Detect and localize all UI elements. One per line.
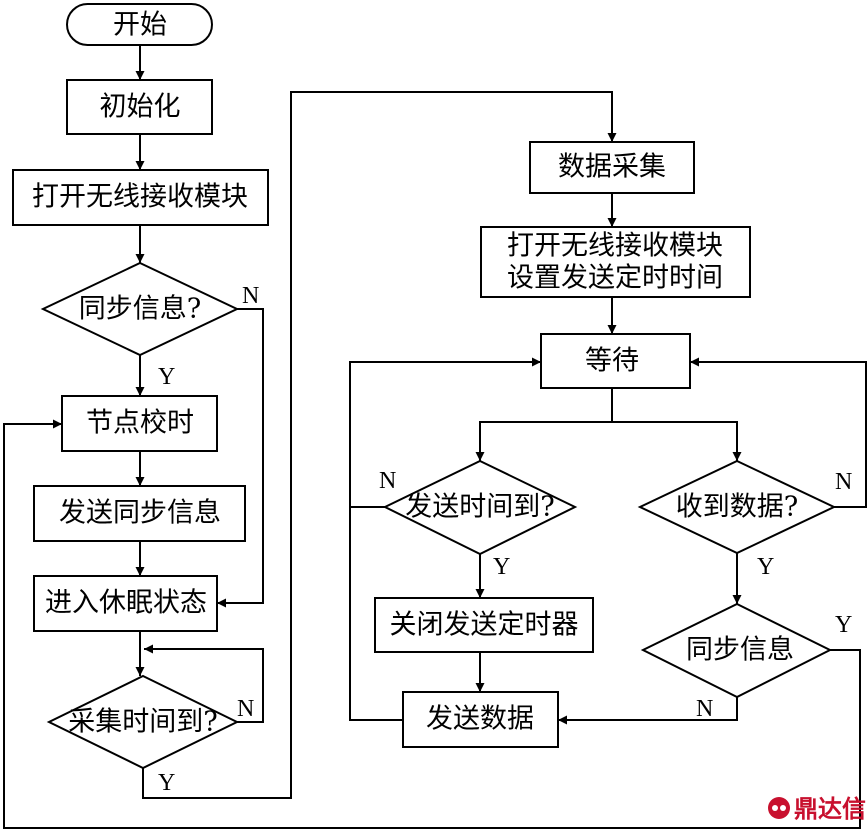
start-label: 开始 [113,10,167,41]
send-data-box: 发送数据 [402,691,559,748]
send-time-label: 发送时间到? [405,492,554,523]
node-timing-label: 节点校时 [86,408,194,439]
sync-info-decision: 同步信息 [640,602,833,699]
label-collect-yes: Y [158,770,175,796]
data-collect-label: 数据采集 [558,152,666,183]
recv-data-decision: 收到数据? [637,459,837,555]
start-node: 开始 [66,3,213,46]
arrow-sync-info-yes-to-timing [3,419,861,829]
open-wireless-right-label: 打开无线接收模块 [507,231,723,262]
label-sync-info-yes: Y [835,612,852,638]
connectors [3,45,867,829]
arrow-collect-no-loop [144,644,264,723]
enter-sleep-box: 进入休眠状态 [33,575,218,632]
arrow-sync-info-no-to-send-data [558,697,738,725]
arrow-collect-yes-to-data-collect [142,91,617,799]
init-box: 初始化 [66,79,213,135]
send-sync-box: 发送同步信息 [33,485,246,542]
close-timer-box: 关闭发送定时器 [374,597,594,653]
init-label: 初始化 [100,92,181,123]
label-sync-info-no: N [696,696,713,722]
sync-info-label: 同步信息 [686,635,794,666]
set-send-timer-label: 设置发送定时时间 [507,263,723,294]
arrow-sync-no-to-sleep [217,308,264,608]
label-recv-no: N [835,469,852,495]
sync-decision-label: 同步信息? [79,294,201,325]
close-timer-label: 关闭发送定时器 [390,610,579,641]
collect-time-label: 采集时间到? [68,707,217,738]
send-time-decision: 发送时间到? [382,459,578,556]
line-send-data-return [349,507,403,721]
open-wireless-box: 打开无线接收模块 [12,169,269,226]
node-timing-box: 节点校时 [61,395,218,452]
wait-label: 等待 [585,346,639,377]
collect-time-decision: 采集时间到? [46,674,240,770]
send-sync-label: 发送同步信息 [59,498,221,529]
label-send-time-no: N [379,468,396,494]
open-wireless-label: 打开无线接收模块 [32,182,248,213]
label-collect-no: N [237,696,254,722]
recv-data-label: 收到数据? [676,492,798,523]
watermark-icon [768,797,790,819]
label-sync-no: N [242,283,259,309]
wait-box: 等待 [540,333,691,389]
arrow-split-to-recv-data [612,421,742,461]
watermark-logo: 鼎达信 [768,795,866,823]
arrow-recv-no-to-wait [690,357,867,508]
label-sync-yes: Y [158,364,175,390]
watermark-text: 鼎达信 [794,795,866,823]
data-collect-box: 数据采集 [529,141,695,194]
sync-decision: 同步信息? [40,261,240,357]
branch-labels: N Y N Y N Y N Y Y N [158,283,852,796]
arrow-split-to-send-time [475,421,612,461]
open-wireless-timer-box: 打开无线接收模块 设置发送定时时间 [480,226,751,298]
enter-sleep-label: 进入休眠状态 [45,588,207,619]
arrow-send-time-no-to-wait [349,357,541,508]
label-send-time-yes: Y [493,554,510,580]
label-recv-yes: Y [757,554,774,580]
send-data-label: 发送数据 [426,704,534,735]
